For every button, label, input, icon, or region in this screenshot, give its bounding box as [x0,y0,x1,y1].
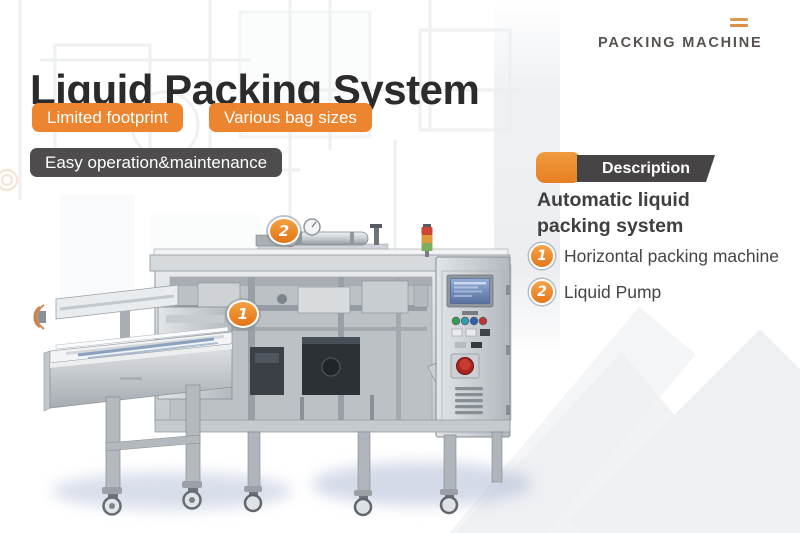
double-bar-menu-icon [730,18,748,27]
machine-marker-2: 2 [268,217,300,245]
description-orange-tab [536,152,581,183]
feature-badge-easy-operation: Easy operation&maintenance [30,148,283,177]
panel-buttons [451,316,488,326]
legend-item-1-label: Horizontal packing machine [564,245,779,266]
description-text-line-2: packing system [537,215,684,237]
brand-name: PACKING MACHINE [598,35,763,51]
description-text-line-1: Automatic liquid [537,189,690,211]
machine-marker-1: 1 [227,300,259,328]
conveyor [43,326,233,516]
caster-wheels [243,492,459,517]
description-heading: Description [577,155,715,182]
vent-slots [455,387,483,415]
control-panel [435,256,511,438]
legend-item-2-label: Liquid Pump [564,281,662,302]
feature-badge-limited-footprint: Limited footprint [32,103,183,132]
legend-item-2: 2 Liquid Pump [529,279,661,305]
emergency-stop-button [450,353,480,379]
conveyor-casters [102,488,202,516]
signal-tower-light [421,224,433,257]
machine-legs [154,419,511,517]
feature-badge-bag-sizes: Various bag sizes [209,103,372,132]
menu-icon-bar-top [730,18,748,21]
menu-icon-bar-bottom [730,24,748,27]
legend-item-1: 1 Horizontal packing machine [529,243,779,269]
machine-photo [0,215,525,525]
legend-number-2-badge: 2 [529,279,555,305]
legend-number-1-badge: 1 [529,243,555,269]
